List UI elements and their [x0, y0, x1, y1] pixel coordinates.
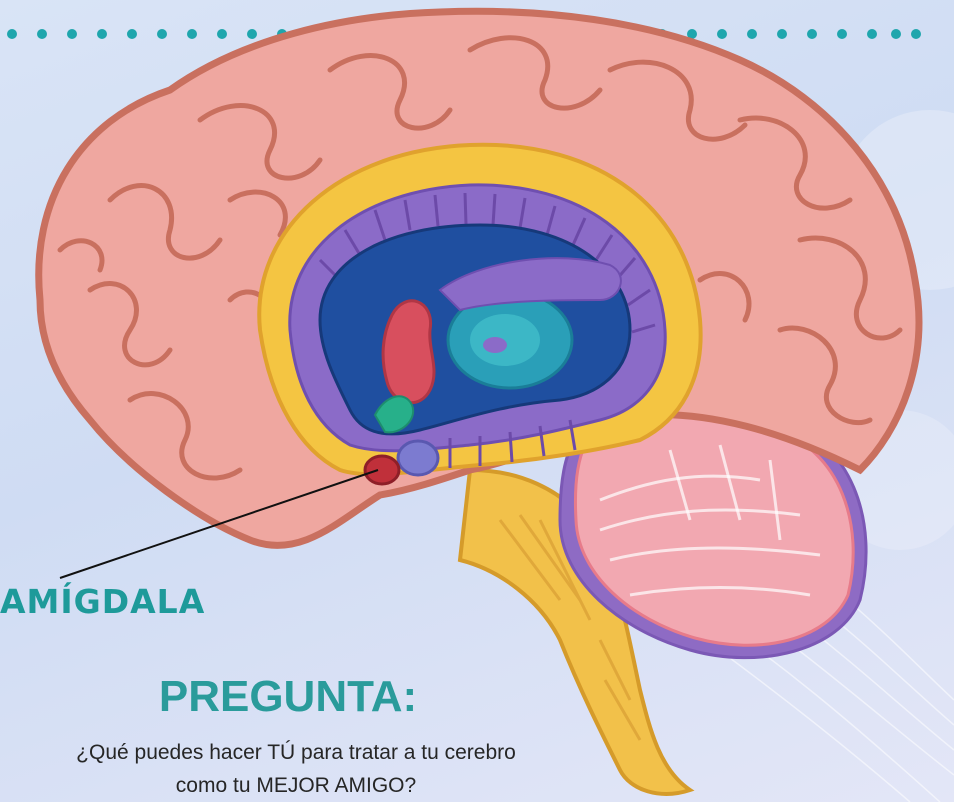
hypothalamus-red — [381, 299, 436, 405]
hippocampus — [396, 439, 440, 477]
question-line-1: ¿Qué puedes hacer TÚ para tratar a tu ce… — [76, 741, 516, 764]
amygdala — [363, 454, 401, 486]
question-line-2: como tu MEJOR AMIGO? — [175, 774, 417, 797]
pineal-dot — [483, 337, 507, 353]
amygdala-pointer-line — [59, 469, 379, 579]
amygdala-label: AMÍGDALA — [0, 582, 206, 621]
question-text: ¿Qué puedes hacer TÚ para tratar a tu ce… — [0, 736, 596, 802]
question-title: PREGUNTA: — [158, 672, 418, 721]
